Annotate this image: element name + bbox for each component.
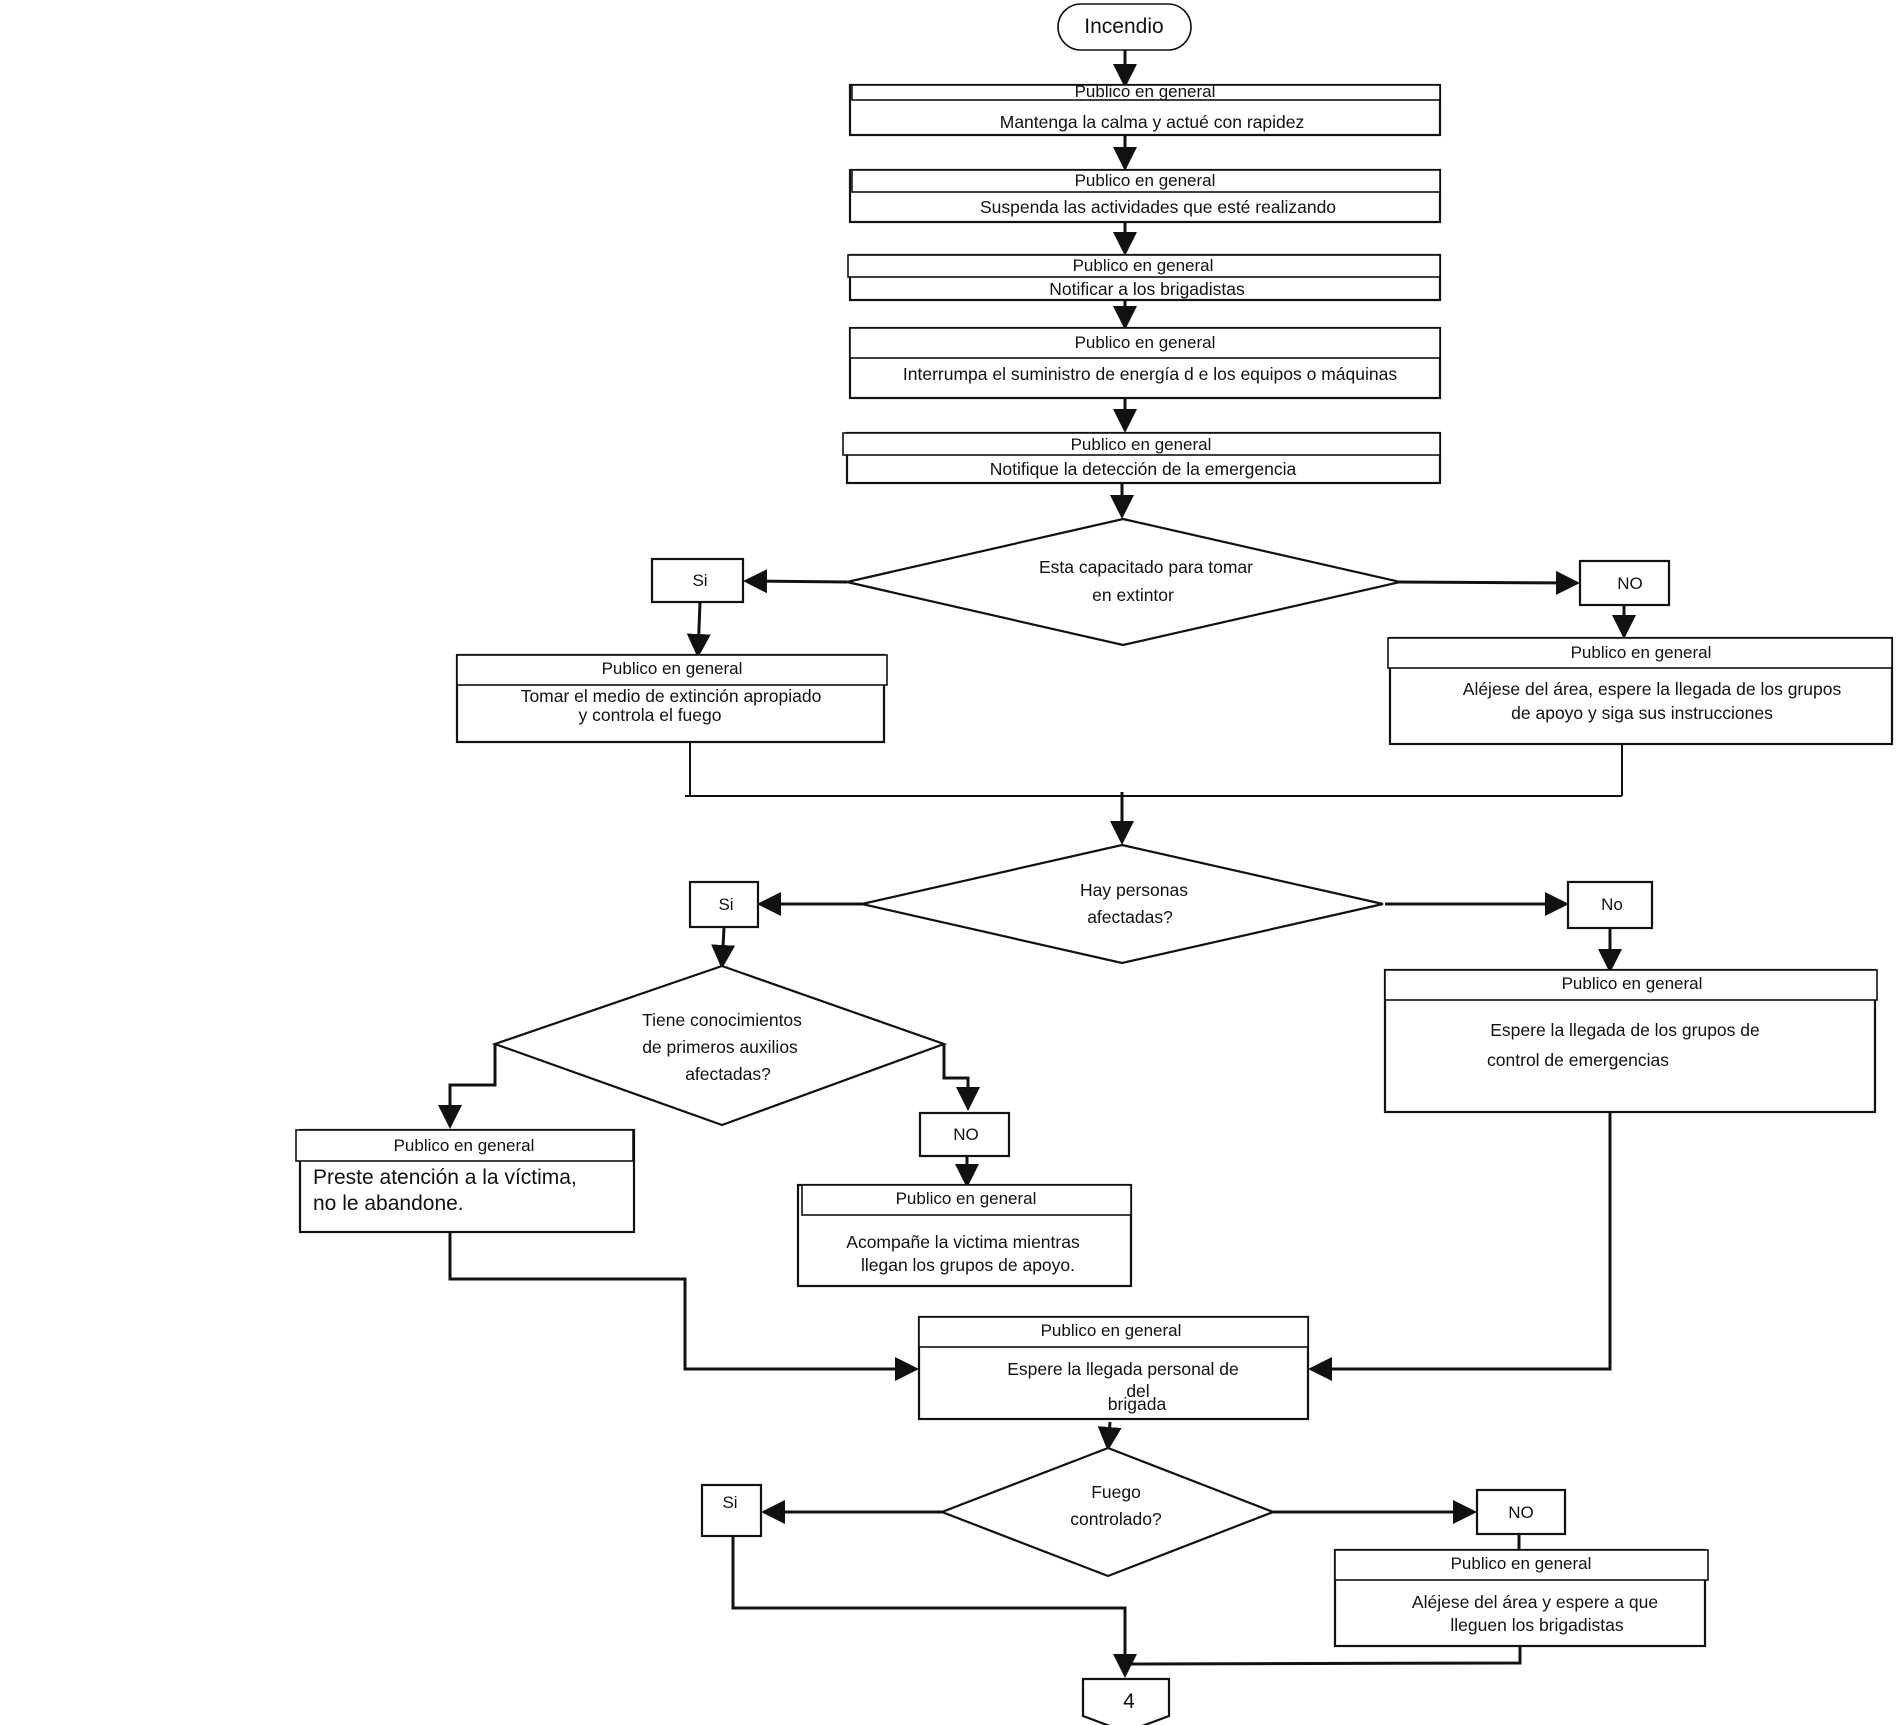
step-2-text: Suspenda las actividades que esté realiz…: [980, 197, 1336, 217]
step-3: Publico en general Notificar a los briga…: [847, 253, 1442, 302]
action-wait-control-role: Publico en general: [1562, 974, 1703, 993]
action-leave-area: Publico en general Aléjese del área, esp…: [1387, 636, 1894, 746]
action-extinguish: Publico en general Tomar el medio de ext…: [455, 653, 888, 744]
action-leave-wait-role: Publico en general: [1451, 1554, 1592, 1573]
start-label: Incendio: [1084, 15, 1163, 38]
merge-line-1: [685, 742, 1623, 797]
decision-first-aid-knowledge: Tiene conocimientos de primeros auxilios…: [491, 964, 948, 1127]
arrow-d1-no: [1397, 570, 1580, 595]
action-wait-control: Publico en general Espere la llegada de …: [1383, 968, 1878, 1114]
step-2-role: Publico en general: [1075, 171, 1216, 190]
answer-d1-yes-label: Si: [692, 571, 707, 590]
action-accompany-line-1: Acompañe la victima mientras: [846, 1232, 1080, 1252]
action-wait-brigade-line-2: del: [1126, 1381, 1149, 1401]
decision-2-line-2: afectadas?: [1087, 907, 1173, 927]
step-2: Publico en general Suspenda las activida…: [848, 168, 1442, 224]
decision-3-line-2: de primeros auxilios: [642, 1037, 798, 1057]
connector-label: 4: [1123, 1690, 1135, 1713]
step-5: Publico en general Notifique la detecció…: [842, 431, 1442, 485]
answer-d2-no: No: [1566, 880, 1654, 930]
action-wait-control-line-2: control de emergencias: [1487, 1050, 1669, 1070]
arrow-d3-no: [942, 1044, 980, 1111]
action-wait-brigade-role: Publico en general: [1041, 1321, 1182, 1340]
action-accompany-line-2: llegan los grupos de apoyo.: [861, 1255, 1075, 1275]
decision-4-line-2: controlado?: [1070, 1509, 1162, 1529]
action-leave-wait-line-2: lleguen los brigadistas: [1450, 1615, 1623, 1635]
answer-d3-no: NO: [918, 1111, 1011, 1158]
decision-3-line-3: afectadas?: [685, 1064, 771, 1084]
off-page-connector: 4: [1081, 1677, 1171, 1725]
step-5-text: Notifique la detección de la emergencia: [990, 459, 1297, 479]
answer-d1-yes: Si: [650, 557, 745, 604]
answer-d2-yes-label: Si: [718, 895, 733, 914]
action-wait-brigade-line-1: Espere la llegada personal de: [1007, 1359, 1239, 1379]
arrow-brigade-to-d4: [1097, 1421, 1122, 1451]
arrow-d3-yes: [438, 1044, 497, 1129]
action-attend-victim-line-1: Preste atención a la víctima,: [313, 1166, 577, 1189]
decision-1-line-2: en extintor: [1092, 585, 1174, 605]
arrow-wait-to-brigade: [1308, 1112, 1612, 1381]
answer-d4-yes: Si: [700, 1483, 763, 1538]
action-wait-brigade: Publico en general Espere la llegada per…: [917, 1315, 1310, 1421]
decision-extinguisher-trained: Esta capacitado para tomar en extintor: [846, 517, 1401, 647]
connector-lines: [438, 50, 1636, 1678]
action-attend-victim: Publico en general Preste atención a la …: [295, 1128, 636, 1234]
answer-d3-no-label: NO: [953, 1125, 979, 1144]
answer-d1-no: NO: [1578, 559, 1671, 607]
arrow-attend-to-brigade: [448, 1232, 919, 1381]
answer-d4-yes-label: Si: [722, 1493, 737, 1512]
step-1: Publico en general Mantenga la calma y a…: [848, 82, 1442, 137]
action-leave-wait-line-1: Aléjese del área y espere a que: [1412, 1592, 1658, 1612]
action-leave-area-role: Publico en general: [1571, 643, 1712, 662]
action-wait-brigade-line-3: brigada: [1108, 1394, 1167, 1414]
action-leave-area-line-2: de apoyo y siga sus instrucciones: [1511, 703, 1773, 723]
answer-d2-no-label: No: [1601, 895, 1623, 914]
action-wait-control-line-1: Espere la llegada de los grupos de: [1490, 1020, 1760, 1040]
line-leave-to-connector: [1124, 1646, 1522, 1666]
answer-d4-no-label: NO: [1508, 1503, 1534, 1522]
step-1-text: Mantenga la calma y actué con rapidez: [1000, 112, 1304, 132]
action-attend-victim-role: Publico en general: [394, 1136, 535, 1155]
step-3-role: Publico en general: [1073, 256, 1214, 275]
answer-d2-yes: Si: [688, 880, 760, 929]
step-4: Publico en general Interrumpa el suminis…: [848, 326, 1442, 400]
answer-d1-no-label: NO: [1617, 574, 1643, 593]
action-leave-wait: Publico en general Aléjese del área y es…: [1333, 1548, 1709, 1648]
step-3-text: Notificar a los brigadistas: [1049, 279, 1245, 299]
action-accompany-role: Publico en general: [896, 1189, 1037, 1208]
arrow-si4-to-connector: [731, 1536, 1137, 1678]
action-extinguish-line-1: Tomar el medio de extinción apropiado: [521, 686, 822, 706]
action-extinguish-line-2: y controla el fuego: [578, 705, 721, 725]
action-leave-area-line-1: Aléjese del área, espere la llegada de l…: [1463, 679, 1842, 699]
decision-3-line-1: Tiene conocimientos: [642, 1010, 802, 1030]
step-4-text: Interrumpa el suministro de energía d e …: [903, 364, 1397, 384]
start-terminator: Incendio: [1057, 3, 1192, 51]
decision-1-line-1: Esta capacitado para tomar: [1039, 557, 1253, 577]
arrow-si2-to-d3: [711, 927, 736, 969]
action-attend-victim-line-2: no le abandone.: [313, 1192, 464, 1215]
arrow-si1-to-extinguish: [686, 601, 711, 658]
decision-2-line-1: Hay personas: [1080, 880, 1188, 900]
step-5-role: Publico en general: [1071, 435, 1212, 454]
arrow-d1-yes: [743, 569, 848, 594]
decision-fire-controlled: Fuego controlado?: [938, 1446, 1277, 1578]
answer-d4-no: NO: [1475, 1488, 1567, 1536]
step-1-role: Publico en general: [1075, 82, 1216, 101]
step-4-role: Publico en general: [1075, 333, 1216, 352]
decision-people-affected: Hay personas afectadas?: [861, 843, 1384, 965]
action-extinguish-role: Publico en general: [602, 659, 743, 678]
decision-4-line-1: Fuego: [1091, 1482, 1141, 1502]
action-accompany-victim: Publico en general Acompañe la victima m…: [796, 1183, 1133, 1288]
